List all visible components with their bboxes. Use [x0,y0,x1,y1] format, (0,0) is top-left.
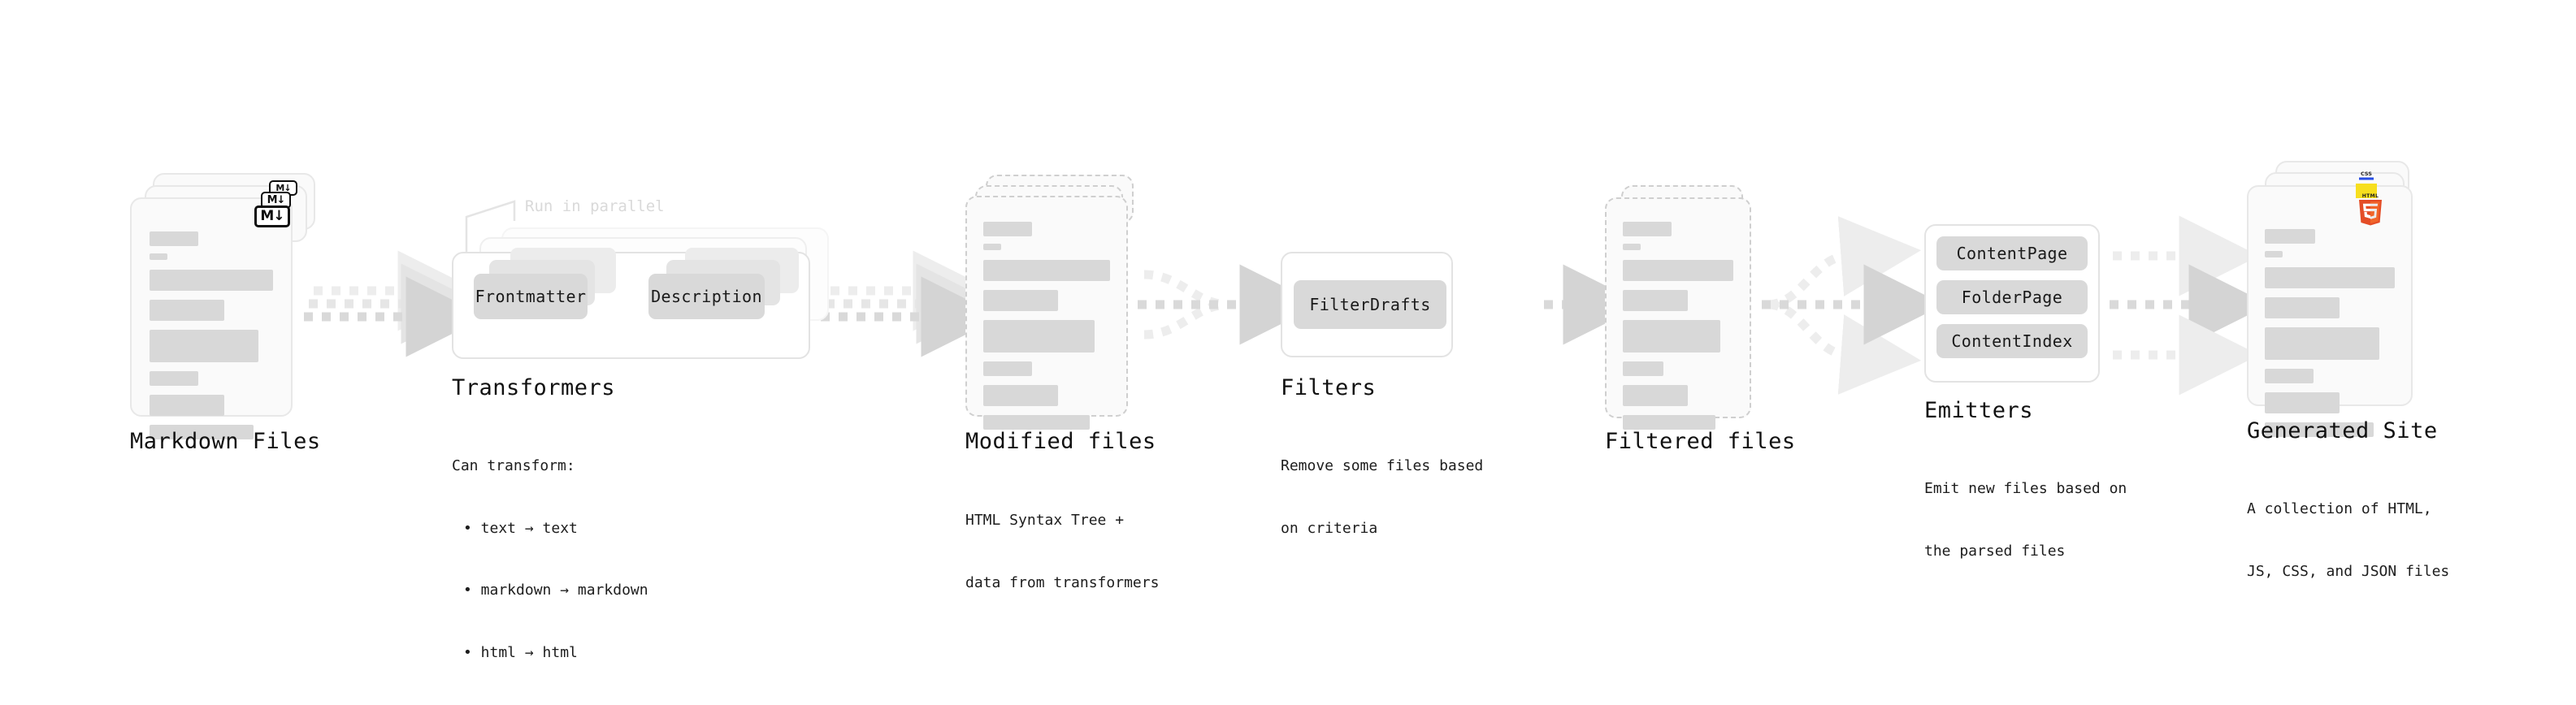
stage-title-filtered-files: Filtered files [1605,429,1796,454]
emitters-sub-line-0: Emit new files based on [1924,480,2127,498]
file-card-front [130,197,293,439]
connector-markdown-to-transformers [304,250,487,357]
stage-subtitle-transformers: Can transform: • text → text • markdown … [452,414,648,705]
stage-title-generated-site: Generated Site [2247,418,2438,443]
connector-transformers-to-modified [821,250,1002,357]
doc-lines [1623,222,1733,437]
svg-text:HTML: HTML [2362,193,2379,199]
transformers-sub-line-1: • text → text [463,519,578,537]
css-badge-icon: CSS [2359,171,2374,180]
filters-sub-line-0: Remove some files based [1281,457,1484,475]
stage-title-emitters: Emitters [1924,398,2034,423]
emitters-sub-line-1: the parsed files [1924,542,2066,560]
site-card-front [2247,185,2413,437]
markdown-badge: M↓ [254,205,290,227]
transformers-sub-line-3: • html → html [463,644,578,662]
stage-subtitle-modified-files: HTML Syntax Tree + data from transformer… [965,469,1159,634]
svg-text:CSS: CSS [2361,171,2372,177]
stage-title-transformers: Transformers [452,375,616,400]
filtered-card-front [1605,197,1751,430]
stage-subtitle-emitters: Emit new files based on the parsed files [1924,437,2127,603]
connector-modified-to-filters [1138,264,1321,345]
site-sub-line-0: A collection of HTML, [2247,500,2432,518]
stage-title-markdown-files: Markdown Files [130,429,321,454]
pill-contentpage[interactable]: ContentPage [1936,236,2088,270]
html5-badge-icon: HTML [2359,193,2382,226]
stage-title-modified-files: Modified files [965,429,1156,454]
stage-subtitle-generated-site: A collection of HTML, JS, CSS, and JSON … [2247,457,2449,623]
modified-card-front [965,196,1128,430]
connector-emitters-to-site [2110,215,2270,396]
doc-lines [150,231,273,447]
connector-filtered-to-emitters [1762,216,1945,395]
stage-subtitle-filters: Remove some files based on criteria [1281,414,1483,580]
pill-folderpage[interactable]: FolderPage [1936,280,2088,314]
transformers-sub-line-0: Can transform: [452,457,575,475]
doc-lines [2265,229,2395,444]
doc-lines [983,222,1110,437]
js-badge-icon [2356,184,2377,198]
transformers-sub-line-2: • markdown → markdown [463,582,648,599]
filters-sub-line-1: on criteria [1281,519,1378,537]
diagram-canvas: M↓ M↓ M↓ Markdown Files Frontmatter Fron… [130,161,2450,662]
modified-sub-line-1: data from transformers [965,573,1160,591]
pill-filterdrafts[interactable]: FilterDrafts [1294,280,1446,329]
run-in-parallel-note: Run in parallel [525,197,665,215]
pill-description[interactable]: Description [648,274,765,319]
stage-title-filters: Filters [1281,375,1377,400]
pill-frontmatter[interactable]: Frontmatter [474,274,588,319]
modified-sub-line-0: HTML Syntax Tree + [965,512,1125,530]
site-sub-line-1: JS, CSS, and JSON files [2247,562,2450,580]
pill-contentindex[interactable]: ContentIndex [1936,324,2088,358]
